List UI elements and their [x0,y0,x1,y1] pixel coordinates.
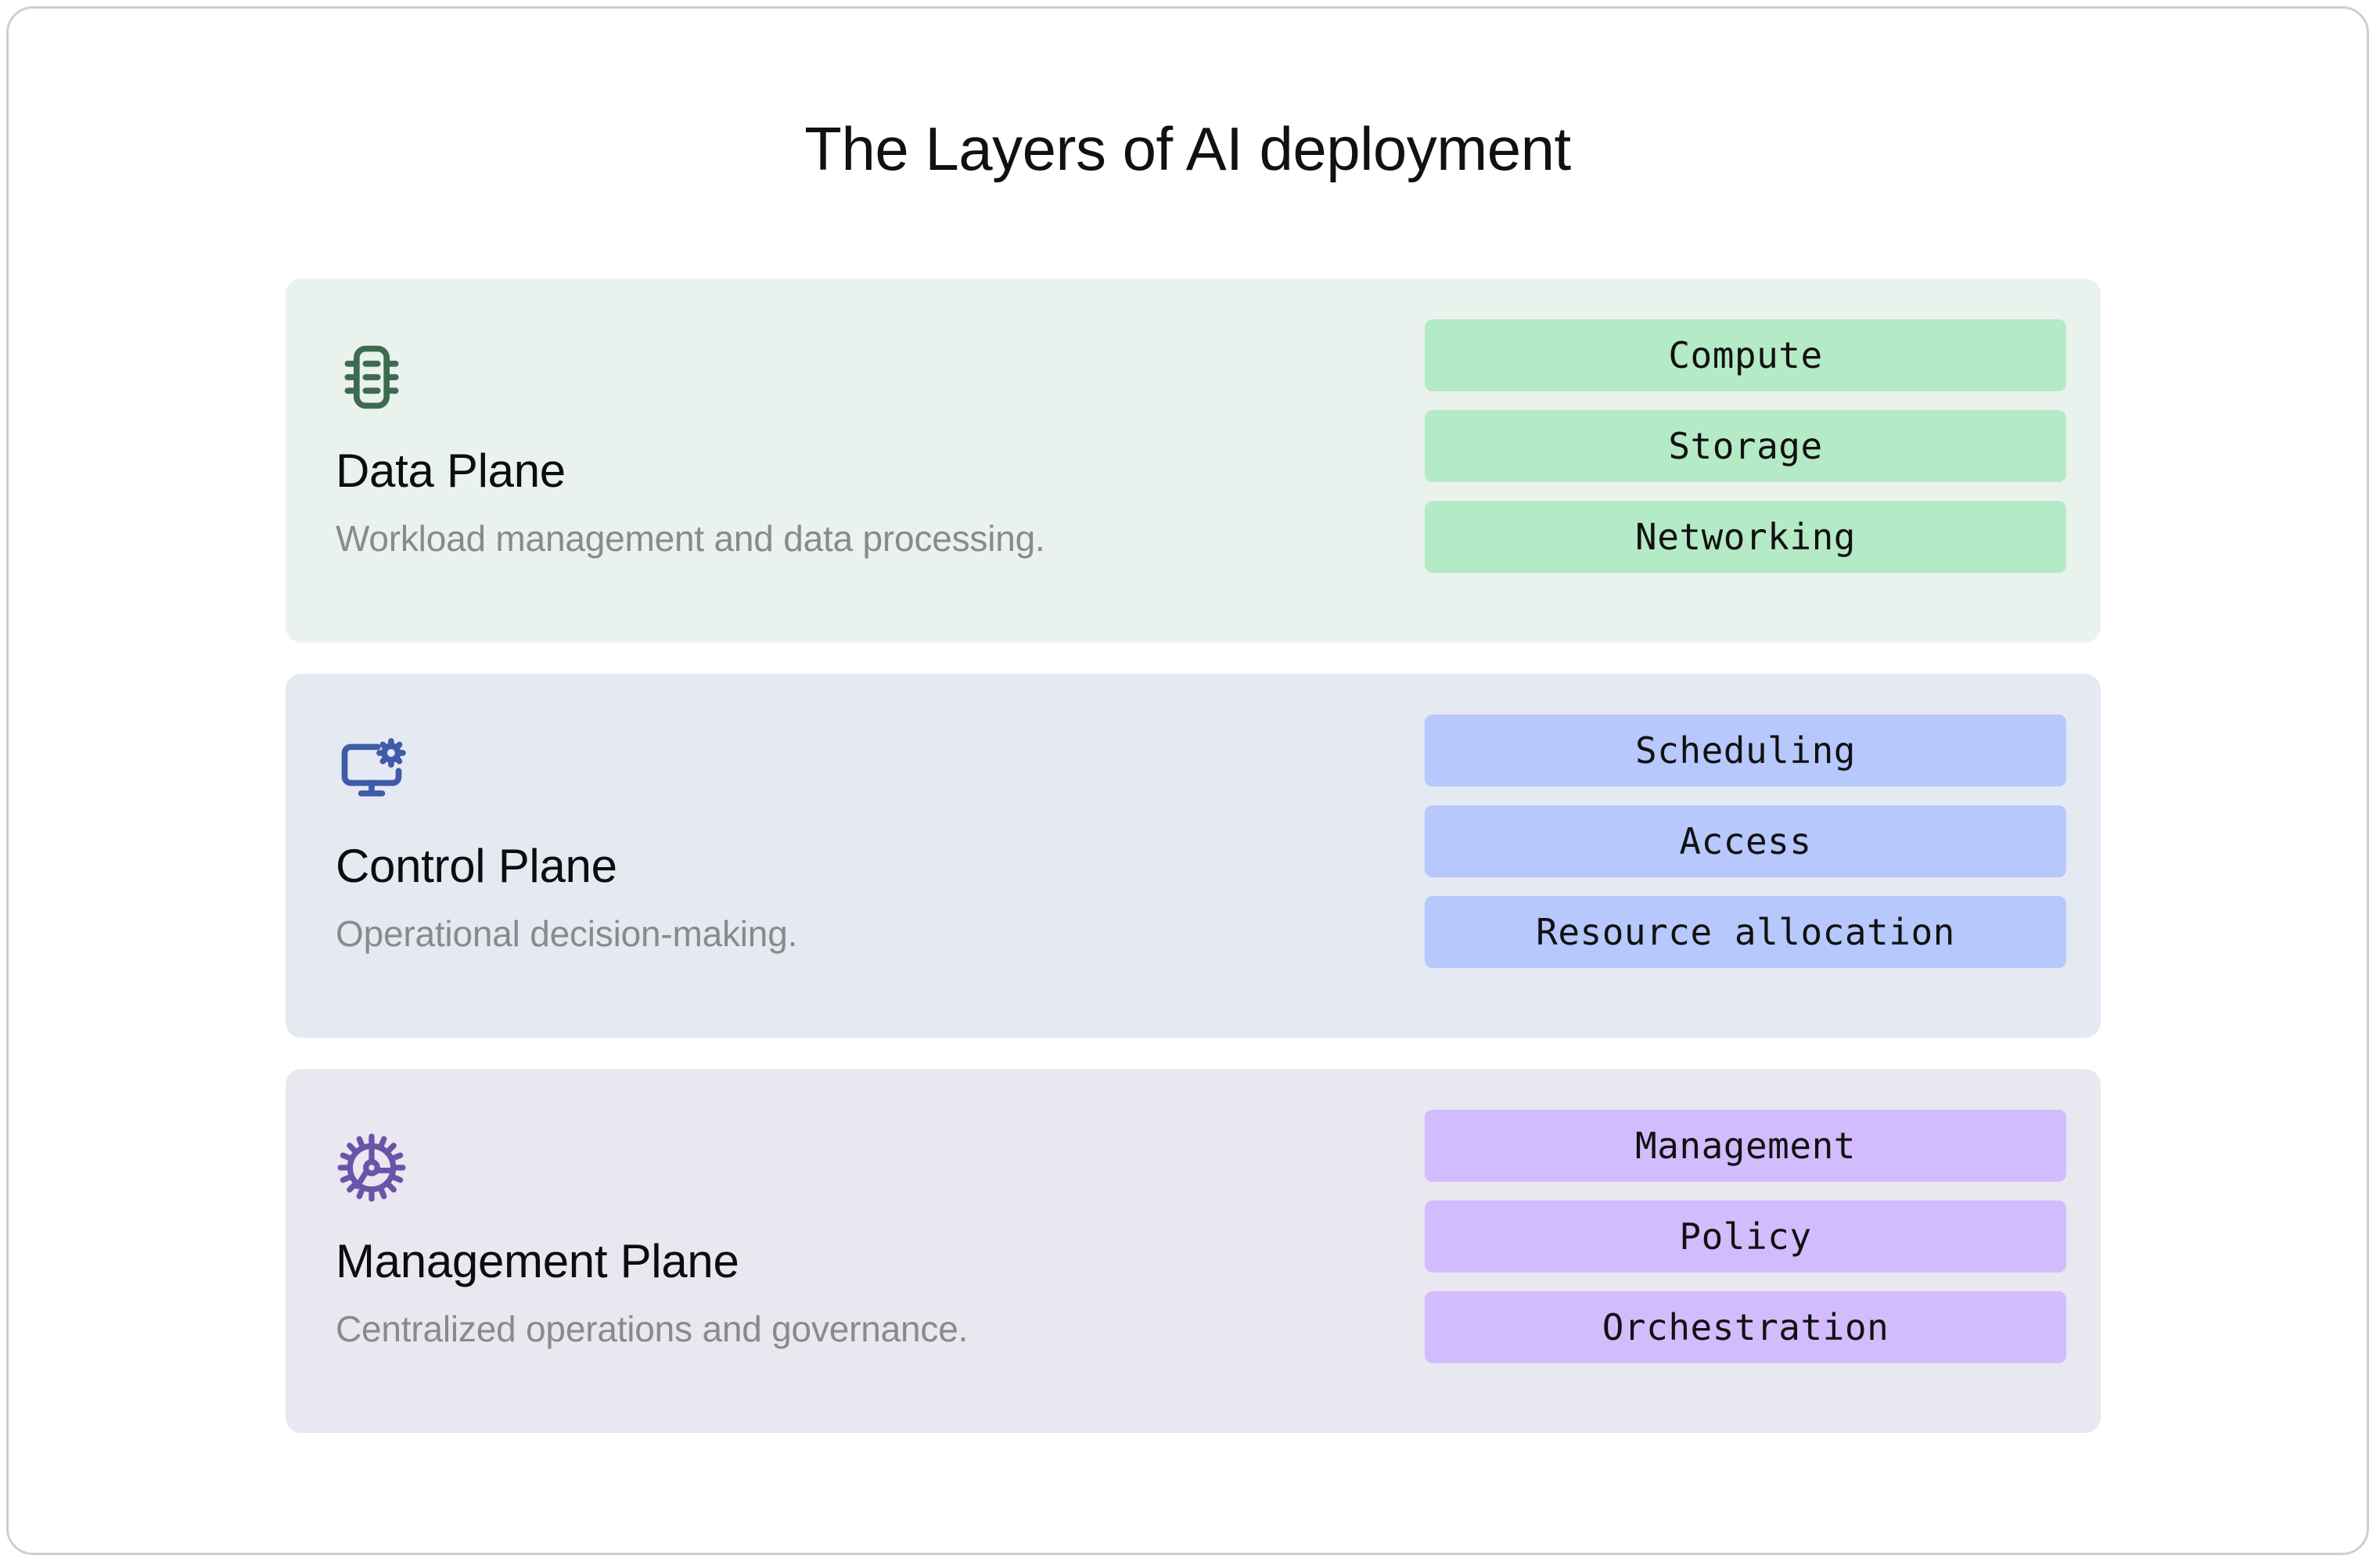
cog-spoke-icon [336,1132,408,1204]
layer-tag[interactable]: Orchestration [1425,1291,2066,1363]
layer-title: Management Plane [336,1235,739,1287]
layer-tag[interactable]: Scheduling [1425,715,2066,787]
layer-tag[interactable]: Resource allocation [1425,896,2066,968]
monitor-cog-icon [336,736,408,808]
layer-tag[interactable]: Compute [1425,319,2066,391]
page-title: The Layers of AI deployment [804,114,1571,183]
layer-card-management-plane[interactable]: Management Plane Centralized operations … [286,1069,2101,1433]
layer-subtitle: Centralized operations and governance. [336,1309,969,1350]
layer-tag-list: Compute Storage Networking [1425,313,2066,573]
chip-icon [336,341,408,413]
layer-card-data-plane[interactable]: Data Plane Workload management and data … [286,279,2101,643]
layer-title: Control Plane [336,840,617,892]
layer-tag[interactable]: Policy [1425,1201,2066,1273]
layer-card-control-plane[interactable]: Control Plane Operational decision-makin… [286,674,2101,1038]
layer-tag[interactable]: Networking [1425,501,2066,573]
layer-tag[interactable]: Access [1425,805,2066,877]
layer-subtitle: Workload management and data processing. [336,518,1045,560]
page-frame: The Layers of AI deployment [6,6,2369,1555]
layer-stack: Data Plane Workload management and data … [286,279,2101,1433]
layer-title: Data Plane [336,445,566,497]
layer-card-info: Data Plane Workload management and data … [336,313,1425,608]
layer-subtitle: Operational decision-making. [336,913,798,955]
layer-card-info: Control Plane Operational decision-makin… [336,708,1425,1003]
layer-tag-list: Scheduling Access Resource allocation [1425,708,2066,968]
layer-tag[interactable]: Management [1425,1110,2066,1182]
layer-tag-list: Management Policy Orchestration [1425,1103,2066,1363]
layer-tag[interactable]: Storage [1425,410,2066,482]
layer-card-info: Management Plane Centralized operations … [336,1103,1425,1399]
